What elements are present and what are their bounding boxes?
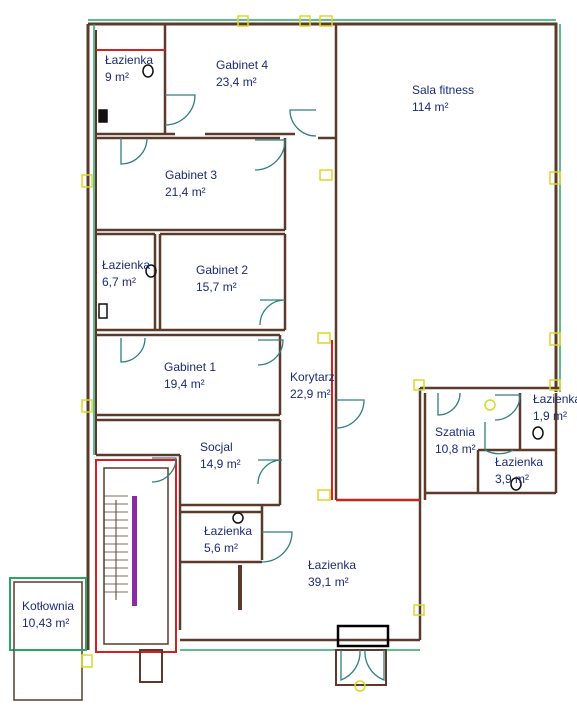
- room-name: Łazienka: [495, 455, 544, 469]
- room-name: Gabinet 1: [164, 360, 217, 374]
- room-name: Szatnia: [435, 425, 476, 439]
- room-name: Socjal: [200, 440, 233, 454]
- room-name: Łazienka: [533, 392, 577, 406]
- room-gabinet-3: Gabinet 3 21,4 m²: [165, 167, 217, 201]
- room-area: 6,7 m²: [102, 275, 137, 289]
- room-korytarz: Korytarz 22,9 m²: [290, 369, 335, 403]
- room-name: Korytarz: [290, 370, 335, 384]
- room-area: 21,4 m²: [165, 185, 206, 199]
- room-name: Łazienka: [204, 524, 253, 538]
- room-gabinet-1: Gabinet 1 19,4 m²: [164, 359, 216, 393]
- room-area: 5,6 m²: [204, 541, 239, 555]
- room-area: 39,1 m²: [308, 575, 349, 589]
- room-lazienka-big: Łazienka 39,1 m²: [308, 557, 356, 591]
- column-markers: [81, 15, 561, 692]
- room-name: Kotłownia: [22, 599, 75, 613]
- room-name: Gabinet 3: [165, 168, 218, 182]
- room-lazienka-left: Łazienka 6,7 m²: [102, 257, 150, 291]
- kotlownia-room: [9, 577, 87, 701]
- room-area: 19,4 m²: [164, 377, 205, 391]
- room-area: 10,43 m²: [22, 616, 70, 630]
- room-lazienka-top: Łazienka 9 m²: [105, 52, 153, 86]
- entrance: [139, 624, 420, 686]
- fixtures: [98, 64, 544, 524]
- room-area: 9 m²: [105, 70, 129, 84]
- room-area: 10,8 m²: [435, 442, 476, 456]
- room-szatnia: Szatnia 10,8 m²: [435, 424, 476, 458]
- room-name: Łazienka: [102, 258, 151, 272]
- room-area: 23,4 m²: [216, 75, 257, 89]
- room-area: 14,9 m²: [200, 457, 241, 471]
- room-kotlownia: Kotłownia 10,43 m²: [22, 598, 74, 632]
- room-area: 3,9 m²: [495, 472, 530, 486]
- room-socjal: Socjal 14,9 m²: [200, 439, 241, 473]
- room-gabinet-2: Gabinet 2 15,7 m²: [196, 262, 248, 296]
- room-area: 1,9 m²: [533, 409, 568, 423]
- room-lazienka-right-bottom: Łazienka 3,9 m²: [495, 454, 543, 488]
- room-name: Łazienka: [308, 558, 357, 572]
- doors: [120, 94, 521, 681]
- stairwell: [95, 459, 177, 653]
- room-name: Sala fitness: [412, 83, 475, 97]
- green-edges: [88, 19, 561, 455]
- room-lazienka-right-top: Łazienka 1,9 m²: [533, 391, 577, 425]
- room-name: Gabinet 2: [196, 263, 249, 277]
- room-sala-fitness: Sala fitness 114 m²: [412, 82, 474, 116]
- room-name: Łazienka: [105, 53, 154, 67]
- room-walls: [96, 24, 560, 642]
- room-area: 22,9 m²: [290, 387, 331, 401]
- room-lazienka-small: Łazienka 5,6 m²: [204, 523, 252, 557]
- red-walls: [331, 340, 420, 501]
- room-area: 15,7 m²: [196, 280, 237, 294]
- outer-walls: [86, 22, 558, 650]
- room-gabinet-4: Gabinet 4 23,4 m²: [216, 57, 268, 91]
- room-name: Gabinet 4: [216, 58, 269, 72]
- room-area: 114 m²: [412, 100, 449, 114]
